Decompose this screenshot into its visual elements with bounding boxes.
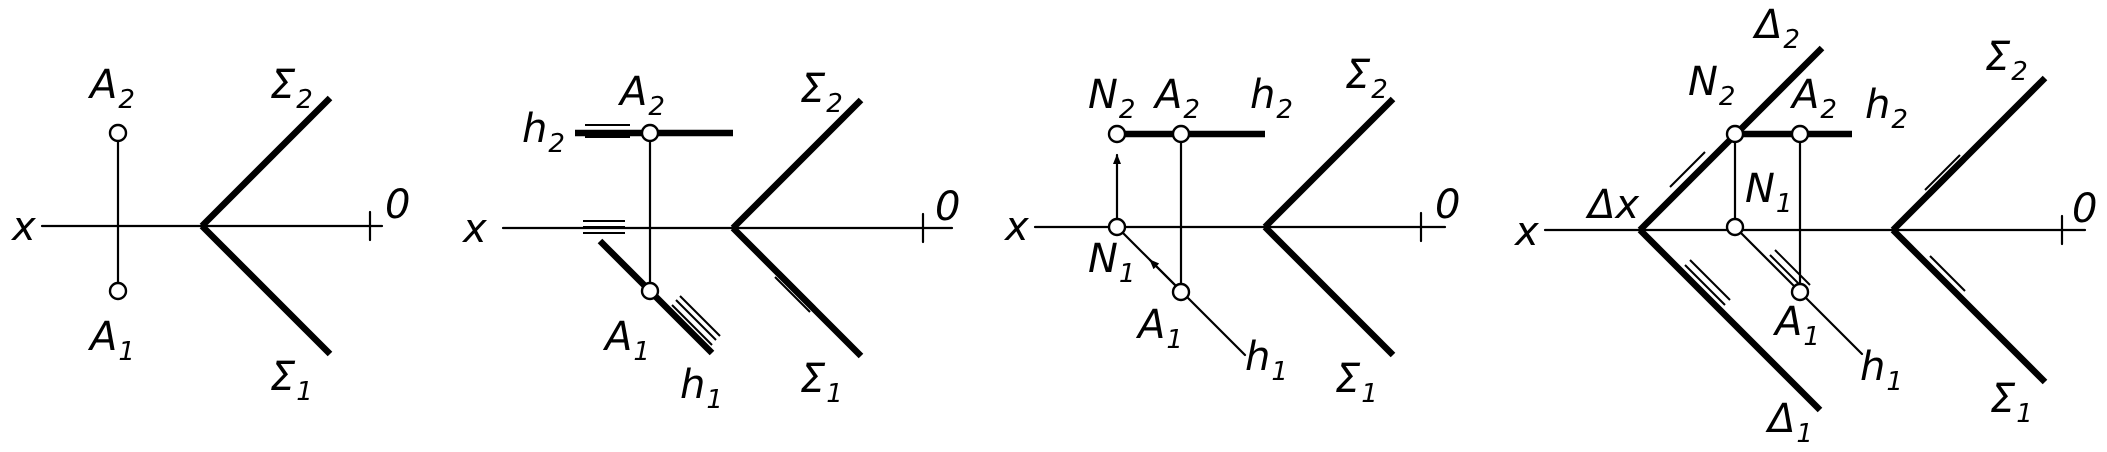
label-h1: h1: [1245, 334, 1288, 387]
point-a1: [1790, 282, 1810, 302]
point-a1: [640, 281, 660, 301]
label-a2: A2: [87, 62, 135, 115]
plane-trace-sigma1: [199, 223, 333, 357]
point-a2: [108, 123, 128, 143]
parallel-mark: [1924, 261, 1961, 298]
label-a2: A2: [1789, 72, 1837, 125]
axis-label-x: x: [461, 206, 487, 252]
plane-trace-sigma2: [730, 97, 864, 231]
axis-label-0: 0: [385, 182, 410, 228]
label-sigma1: Σ1: [1990, 376, 2033, 429]
plane-trace-sigma2: [1890, 75, 2048, 233]
parallel-mark: [1684, 264, 1726, 306]
label-a1: A1: [1772, 299, 1820, 352]
parallel-mark: [774, 276, 811, 313]
label-h1: h1: [680, 362, 723, 415]
point-n1: [1725, 217, 1745, 237]
label-delta2: Δ2: [1752, 2, 1800, 55]
point-n2: [1107, 124, 1127, 144]
label-n1: N1: [1088, 236, 1135, 289]
point-a2: [640, 123, 660, 143]
label-a2: A2: [617, 69, 665, 122]
label-sigma2: Σ2: [1985, 34, 2028, 87]
plane-trace-sigma1: [1890, 227, 2048, 385]
point-n2: [1725, 124, 1745, 144]
label-h2: h2: [1865, 82, 1908, 135]
plane-trace-sigma1: [730, 225, 864, 359]
parallel-mark: [1924, 154, 1961, 191]
parallel-mark: [1929, 160, 1966, 197]
axis-label-0: 0: [2072, 186, 2097, 232]
label-delta1: Δ1: [1765, 396, 1813, 449]
parallel-mark: [1774, 249, 1811, 286]
label-dx: Δx: [1585, 182, 1639, 228]
point-a1: [108, 281, 128, 301]
label-a2: A2: [1152, 72, 1200, 125]
point-n1: [1107, 217, 1127, 237]
label-a1: A1: [602, 314, 650, 367]
label-a1: A1: [1135, 302, 1183, 355]
parallel-mark: [679, 295, 721, 337]
parallel-mark: [1669, 151, 1706, 188]
label-sigma1: Σ1: [1335, 356, 1378, 409]
label-sigma1: Σ1: [270, 354, 313, 407]
label-n1: N1: [1745, 166, 1792, 219]
panel-4: x 0 Δx h2 h1 N2 A2 N1 A1 Δ2 Δ1: [1513, 2, 2097, 449]
point-a1: [1171, 282, 1191, 302]
axis-label-0: 0: [935, 184, 960, 230]
parallel-mark: [1674, 157, 1711, 194]
axis-label-x: x: [1003, 204, 1029, 250]
plane-trace-sigma2: [199, 95, 333, 229]
axis-label-x: x: [1513, 209, 1539, 255]
panel-3: x 0 h2 h1 N2 A2 N1 A1 Σ2 Σ1: [1003, 52, 1460, 409]
label-a1: A1: [87, 314, 135, 367]
label-h2: h2: [1250, 72, 1293, 125]
label-sigma2: Σ2: [270, 62, 313, 115]
axis-label-0: 0: [1435, 182, 1460, 228]
parallel-mark: [1689, 259, 1731, 301]
point-a2: [1171, 124, 1191, 144]
parallel-mark: [1929, 255, 1966, 292]
axis-label-x: x: [10, 204, 36, 250]
label-h1: h1: [1860, 344, 1903, 397]
point-a2: [1790, 124, 1810, 144]
plane-trace-sigma2: [1262, 96, 1396, 230]
plane-trace-sigma1: [1262, 224, 1396, 358]
label-n2: N2: [1088, 72, 1135, 125]
label-n2: N2: [1688, 59, 1735, 112]
panel-2: x 0 h2 h1 A2 A1 Σ2 Σ1: [461, 66, 960, 415]
panel-1: x 0 A2 A1 Σ2 Σ1: [10, 62, 410, 407]
label-sigma2: Σ2: [800, 66, 843, 119]
label-h2: h2: [522, 106, 565, 159]
parallel-mark: [671, 304, 713, 346]
parallel-mark: [779, 271, 816, 308]
plane-trace-delta1: [1637, 227, 1823, 413]
parallel-mark: [675, 299, 717, 341]
label-sigma2: Σ2: [1345, 52, 1388, 105]
label-sigma1: Σ1: [800, 356, 843, 409]
